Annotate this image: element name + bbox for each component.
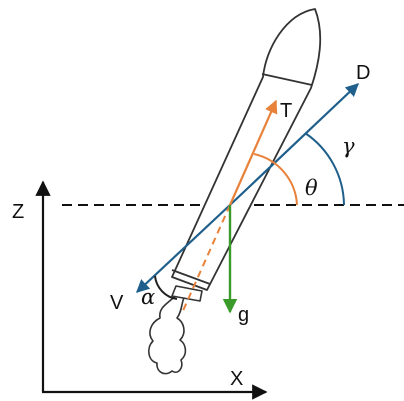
thrust-axis-dashed (181, 204, 231, 314)
gamma-label: γ (342, 134, 355, 158)
theta-arc (253, 153, 298, 206)
drag-axis-line (229, 83, 359, 206)
thrust-arrow (228, 99, 278, 206)
alpha-arc (154, 275, 178, 300)
velocity-label: V (110, 292, 124, 314)
rocket-nose-band (261, 73, 313, 86)
exhaust-flame (148, 292, 187, 375)
x-axis-label: X (230, 368, 243, 390)
rocket-nozzle (171, 285, 203, 302)
velocity-axis-line (136, 204, 231, 293)
drag-label: D (356, 62, 370, 84)
z-axis-label: Z (12, 201, 24, 223)
alpha-label: α (141, 285, 155, 309)
thrust-label: T (280, 100, 292, 122)
theta-label: θ (305, 176, 318, 200)
gravity-label: g (238, 304, 249, 326)
rocket-tail-band (171, 269, 211, 285)
rocket-body (171, 8, 322, 291)
gamma-arc (304, 132, 345, 206)
